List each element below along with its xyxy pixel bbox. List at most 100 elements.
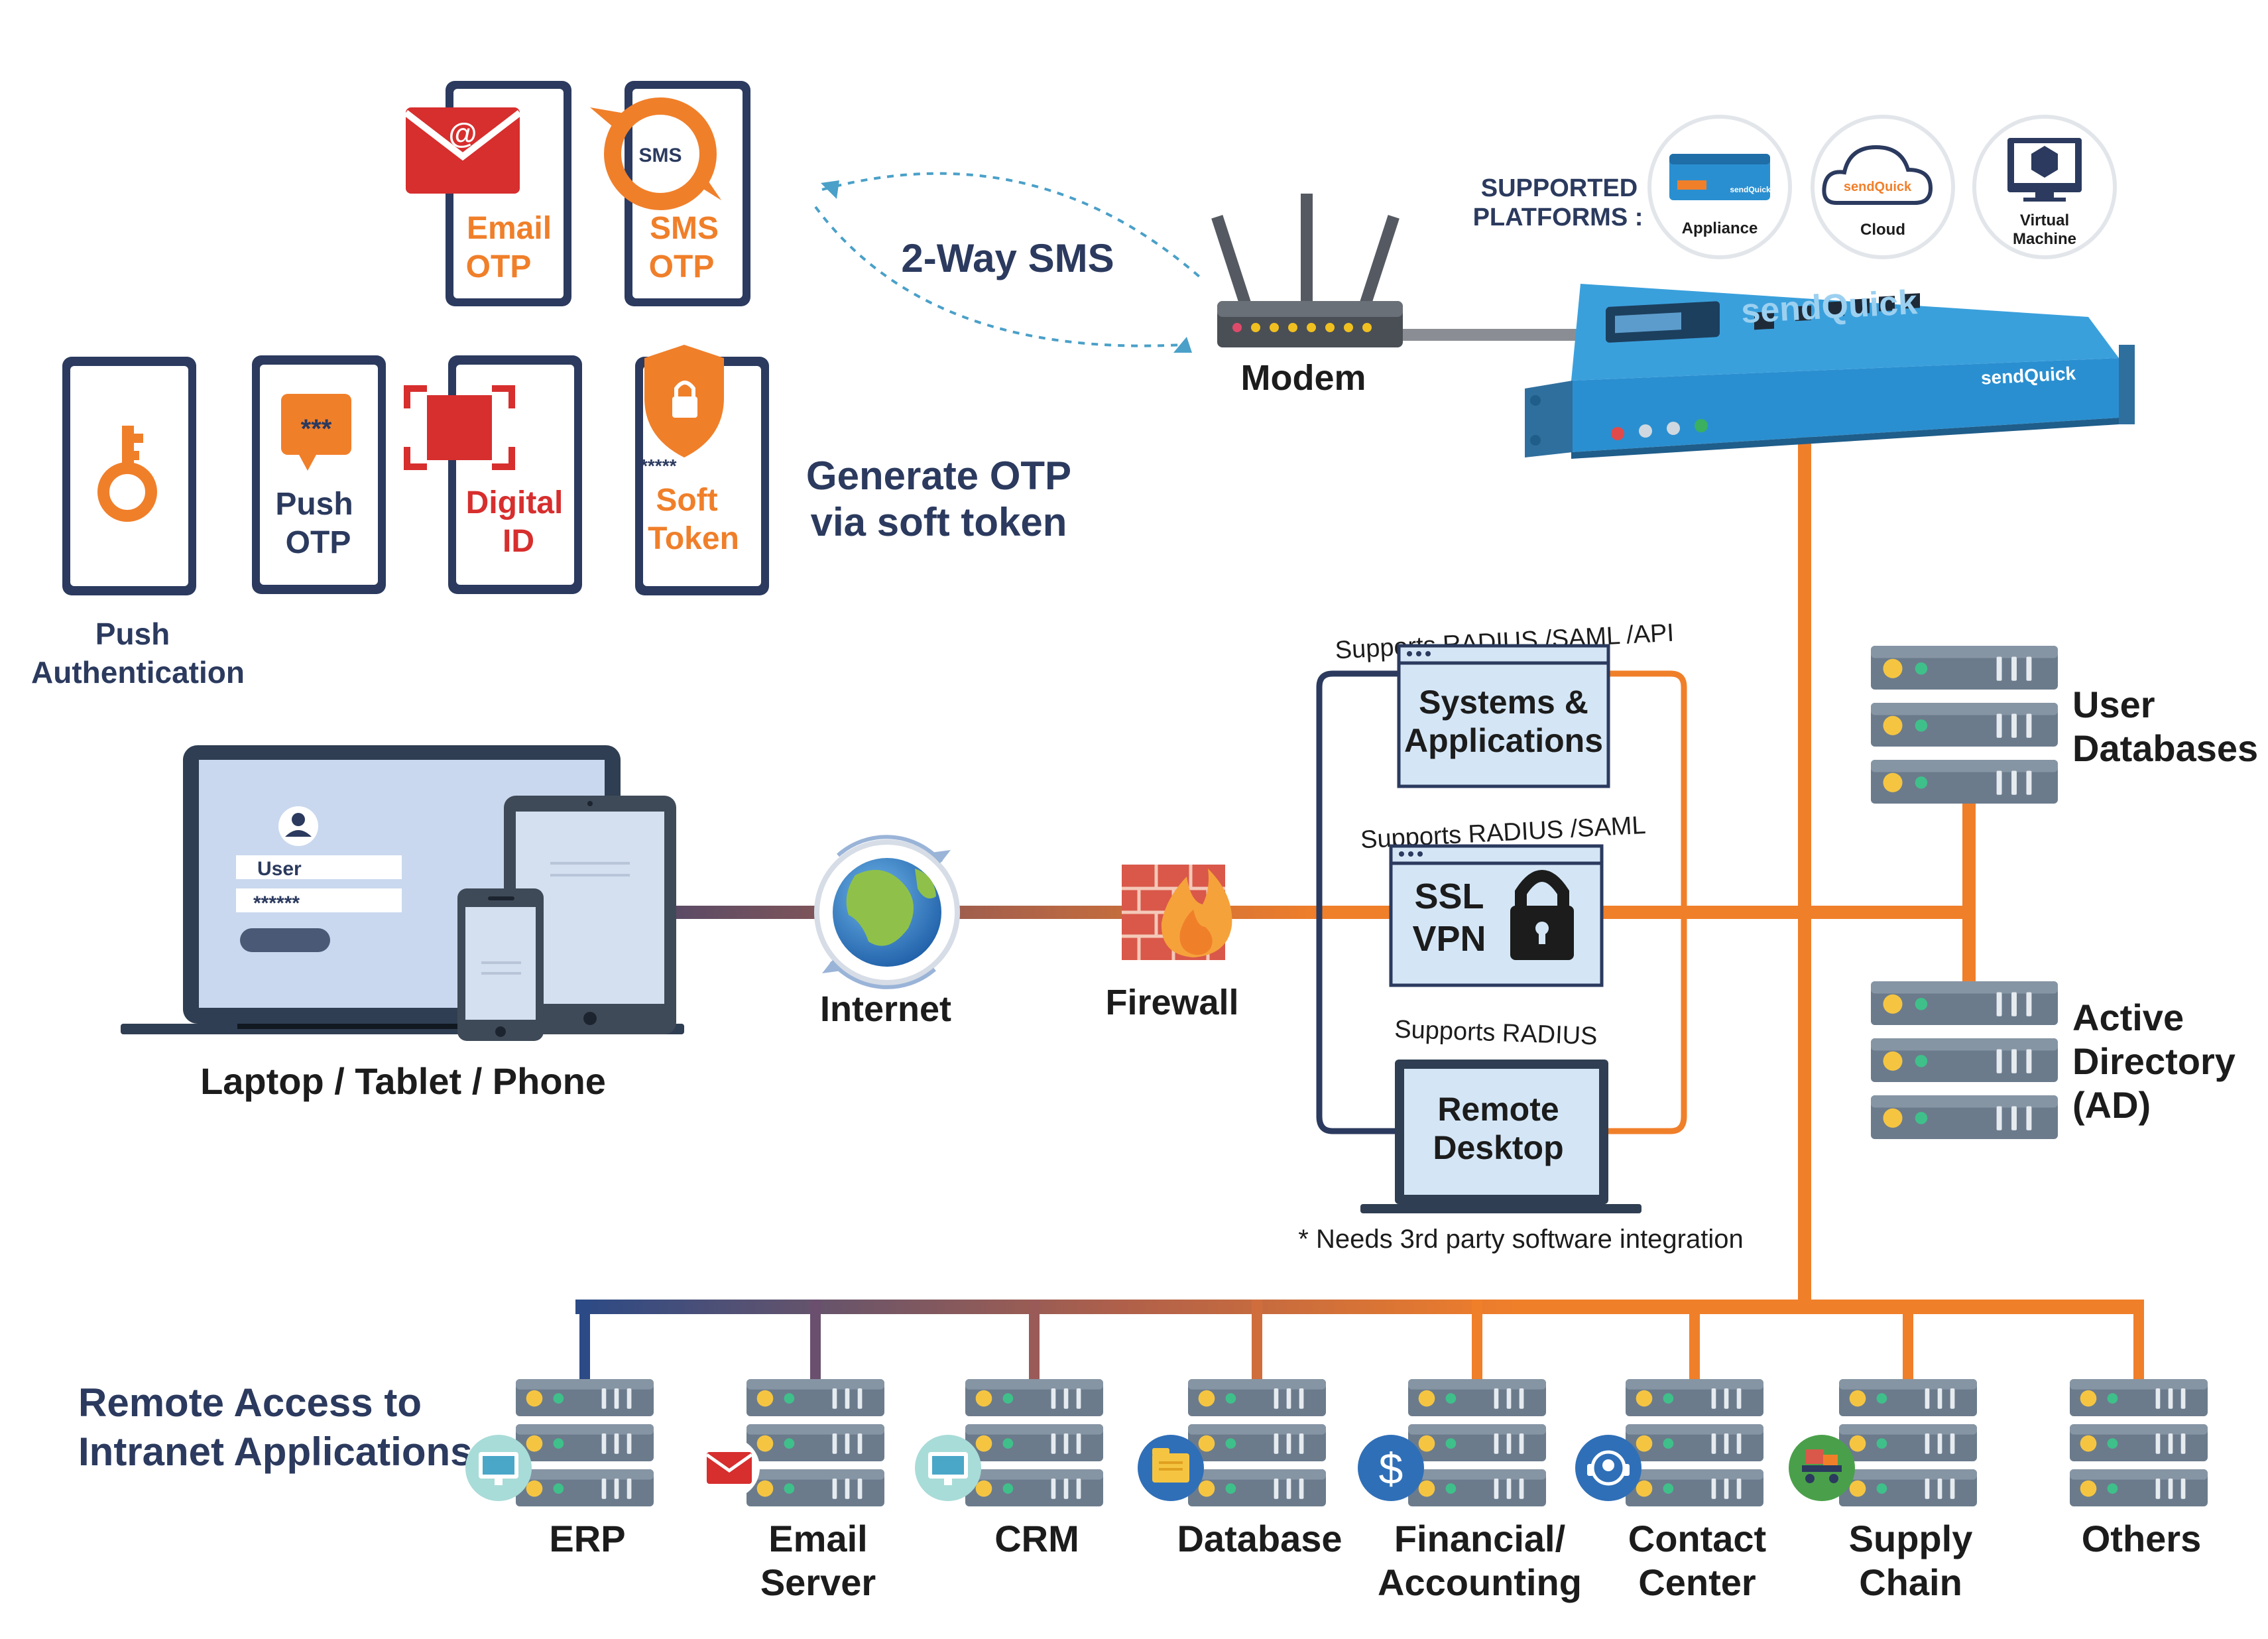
cloud-brand: sendQuick [1844, 180, 1912, 194]
ad-label-3: (AD) [2072, 1084, 2151, 1126]
monitor-icon [465, 1435, 532, 1501]
platforms-title-2: PLATFORMS : [1473, 204, 1643, 231]
push-auth-label: Push [95, 617, 170, 651]
platform-virtual-machine: Virtual Machine [1972, 115, 2117, 259]
connection-lines [575, 329, 2144, 1379]
sms-otp-label: SMS [650, 211, 719, 246]
app-server: Others [2070, 1379, 2208, 1559]
folder-icon [1138, 1435, 1204, 1501]
remote-access-label-2: Intranet Applications [78, 1429, 473, 1474]
remote-caption: Supports RADIUS [1394, 1016, 1598, 1051]
chat-bubble-icon: *** [281, 394, 351, 471]
globe-icon [814, 835, 960, 989]
app-server: ERP [465, 1379, 654, 1559]
push-otp-phone: *** Push OTP [252, 355, 386, 594]
platform-appliance: sendQuick Appliance [1647, 115, 1792, 259]
app-label-2: Server [760, 1561, 876, 1603]
ad-label: Active [2072, 997, 2184, 1038]
systems-loop [1316, 670, 1419, 1134]
generate-otp-label: Generate OTP [806, 454, 1071, 498]
sms-otp-phone: SMS SMS OTP [590, 81, 750, 306]
push-otp-label: Push [275, 487, 353, 522]
firewall-label: Firewall [1105, 983, 1238, 1022]
appliance-front-brand: sendQuick [1980, 363, 2076, 388]
monitor-icon [915, 1435, 981, 1501]
chat-bubble-text: *** [301, 414, 332, 444]
cart-icon [1789, 1435, 1855, 1501]
envelope-at-glyph: @ [449, 117, 477, 150]
app-label: Financial/ [1394, 1518, 1566, 1559]
sslvpn-window: SSL VPN [1389, 844, 1604, 987]
digital-id-phone: Digital ID [404, 355, 582, 594]
supported-platforms: SUPPORTED PLATFORMS : sendQuick Applianc… [1473, 115, 2117, 259]
remote-access-label: Remote Access to [78, 1380, 422, 1425]
cloud-icon: sendQuick [1822, 145, 1933, 205]
soft-token-stars: ***** [640, 455, 677, 476]
user-db-label-2: Databases [2072, 727, 2258, 769]
devices-group: User ****** Laptop / Tablet / Phone [121, 745, 684, 1102]
platform-appliance-label: Appliance [1682, 219, 1758, 237]
app-server: $Financial/Accounting [1358, 1379, 1582, 1603]
padlock-icon [1510, 870, 1574, 960]
soft-token-label: Soft [656, 483, 717, 518]
modem-label: Modem [1241, 358, 1366, 398]
email-otp-label: Email [467, 211, 552, 246]
envelope-icon: @ [403, 107, 522, 194]
app-label: Database [1177, 1518, 1342, 1559]
firewall-icon [1122, 865, 1232, 960]
ad-server-icon [1871, 981, 2058, 1139]
login-user-field: User [257, 858, 302, 880]
digital-id-label: Digital [466, 485, 564, 520]
push-auth-label-2: Authentication [31, 655, 245, 690]
user-db-server-icon [1871, 646, 2058, 804]
sendquick-appliance: sendQuick sendQuick [1525, 283, 2135, 459]
app-label: Others [2082, 1518, 2202, 1559]
appliance-drop-line [1798, 424, 1811, 1306]
modem: Modem [1211, 194, 1403, 398]
active-directory: Active Directory (AD) [1871, 981, 2236, 1139]
server-column-line [1962, 782, 1976, 995]
main-link-line [670, 906, 1976, 919]
modem-link-line [1399, 329, 1591, 341]
appliance-icon: sendQuick [1669, 154, 1771, 200]
shield-lock-icon: ***** [640, 345, 724, 476]
generate-otp-label-2: via soft token [811, 500, 1067, 544]
appliance-top-brand: sendQuick [1740, 283, 1919, 331]
intranet-bus-line [575, 1300, 2144, 1314]
phone-icon [457, 888, 544, 1041]
login-password-field: ****** [253, 892, 300, 914]
two-way-sms: 2-Way SMS [814, 172, 1201, 353]
app-label-2: Center [1638, 1561, 1756, 1603]
app-label-2: Chain [1859, 1561, 1962, 1603]
dollar-icon: $ [1358, 1435, 1424, 1501]
soft-token-label-2: Token [648, 521, 739, 556]
sslvpn-label: SSL [1414, 877, 1484, 916]
platform-vm-label: Virtual [2020, 212, 2069, 229]
appliance-brand: sendQuick [1730, 185, 1771, 194]
app-server: CRM [915, 1379, 1103, 1559]
digital-id-label-2: ID [503, 524, 534, 559]
integration-note: * Needs 3rd party software integration [1298, 1225, 1743, 1254]
modem-icon [1211, 194, 1403, 347]
firewall: Firewall [1105, 865, 1239, 1022]
login-form: User ****** [236, 806, 402, 952]
otp-section: @ Email OTP SMS SMS OTP [31, 81, 1071, 690]
access-targets: Supports RADIUS /SAML /API Systems & App… [1298, 619, 1743, 1254]
sms-bubble-text: SMS [638, 145, 682, 166]
platform-vm-label-2: Machine [2013, 230, 2076, 248]
user-databases: User Databases [1871, 646, 2258, 804]
headset-icon [1575, 1435, 1641, 1501]
virtual-machine-icon [2007, 138, 2082, 202]
internet: Internet [814, 835, 960, 1029]
push-otp-label-2: OTP [286, 525, 351, 560]
systems-label-2: Applications [1404, 722, 1603, 759]
remote-desktop-label: Remote [1437, 1091, 1559, 1128]
systems-loop-right [1604, 670, 1687, 1134]
remote-desktop-label-2: Desktop [1433, 1129, 1563, 1166]
bus-drops [579, 1300, 2144, 1379]
email-otp-phone: @ Email OTP [403, 81, 571, 306]
sms-otp-label-2: OTP [649, 249, 715, 284]
